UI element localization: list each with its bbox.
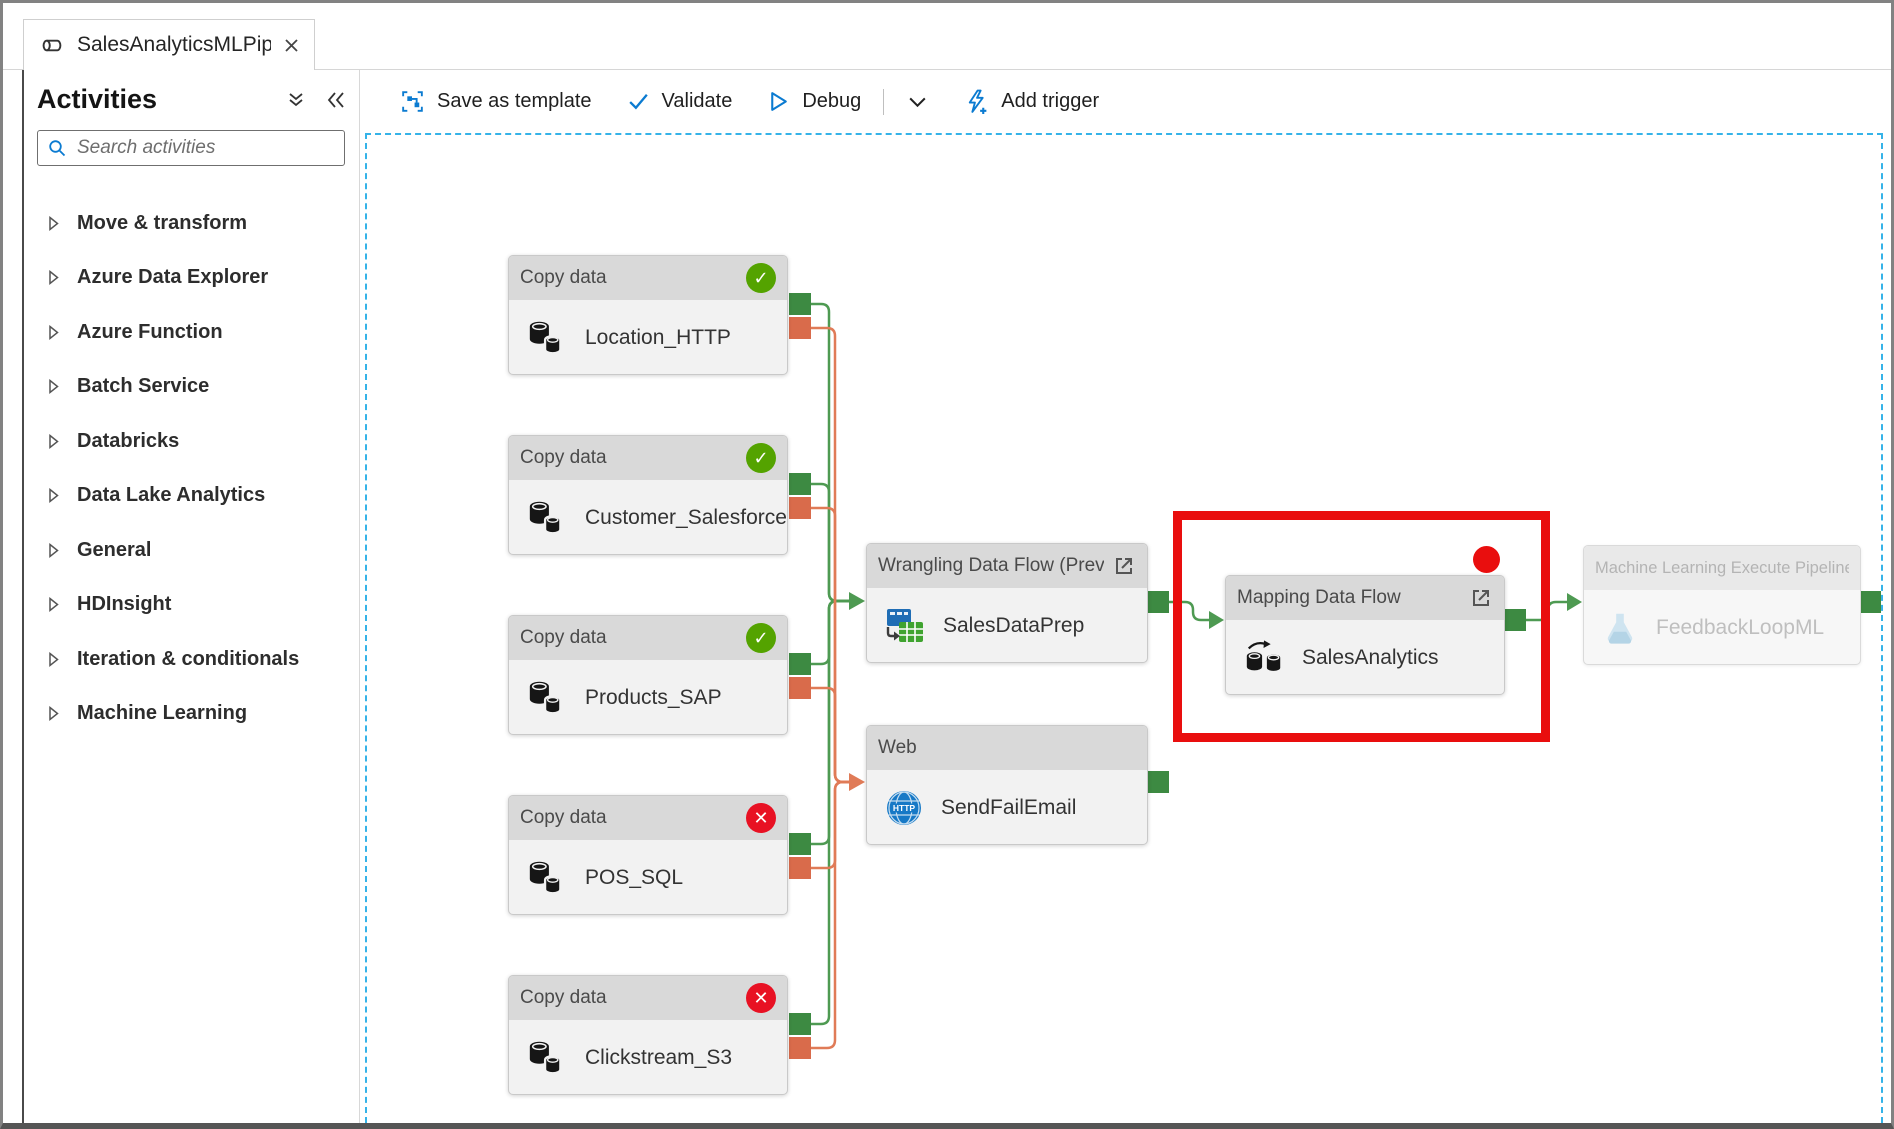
- sidebar-item-batch-service[interactable]: Batch Service: [24, 360, 359, 415]
- add-trigger-button[interactable]: Add trigger: [963, 88, 1099, 115]
- activity-node-copy-pos-sql[interactable]: Copy data POS_SQL: [508, 795, 788, 915]
- expand-chevron-icon: [46, 542, 61, 559]
- activity-name: POS_SQL: [585, 865, 684, 889]
- open-dataflow-icon[interactable]: [1469, 586, 1493, 610]
- activity-node-copy-clickstream-s3[interactable]: Copy data Clickstream_S3: [508, 975, 788, 1095]
- node-type-label: Mapping Data Flow: [1237, 587, 1401, 608]
- activity-node-ml-execute-pipeline[interactable]: Machine Learning Execute Pipeline Feedba…: [1583, 545, 1861, 665]
- search-box: [37, 130, 345, 166]
- expand-chevron-icon: [46, 324, 61, 341]
- sidebar-item-machine-learning[interactable]: Machine Learning: [24, 687, 359, 742]
- dataflow-icon: [1243, 637, 1285, 679]
- sidebar-item-hdinsight[interactable]: HDInsight: [24, 578, 359, 633]
- activity-category-list: Move & transform Azure Data Explorer Azu…: [24, 196, 359, 741]
- check-icon: [626, 89, 651, 114]
- search-icon: [47, 138, 67, 158]
- activity-node-copy-customer-salesforce[interactable]: Copy data Customer_Salesforce: [508, 435, 788, 555]
- search-input[interactable]: [75, 136, 335, 160]
- ml-flask-icon: [1601, 609, 1639, 647]
- activity-name: SendFailEmail: [941, 795, 1077, 819]
- left-rail-divider: [22, 70, 24, 1123]
- activity-name: Products_SAP: [585, 685, 722, 709]
- sidebar-item-azure-data-explorer[interactable]: Azure Data Explorer: [24, 251, 359, 306]
- node-type-label: Copy data: [520, 627, 607, 648]
- activity-node-mapping-dataflow[interactable]: Mapping Data Flow SalesAnalytics: [1225, 575, 1505, 695]
- validate-button[interactable]: Validate: [626, 89, 732, 114]
- activity-name: FeedbackLoopML: [1656, 615, 1825, 639]
- collapse-panel-icon[interactable]: [325, 89, 347, 111]
- sidebar-item-iteration-conditionals[interactable]: Iteration & conditionals: [24, 632, 359, 687]
- copy-data-icon: [526, 497, 568, 539]
- template-icon: [399, 88, 426, 115]
- power-query-icon: [884, 605, 926, 647]
- activity-node-wrangling-dataflow[interactable]: Wrangling Data Flow (Preview SalesDataPr…: [866, 543, 1148, 663]
- activity-node-web[interactable]: Web HTTP SendFailEmail: [866, 725, 1148, 845]
- toolbar-separator: [883, 88, 885, 115]
- status-icon: [746, 983, 776, 1013]
- status-icon: [746, 803, 776, 833]
- expand-chevron-icon: [46, 487, 61, 504]
- panel-title: Activities: [37, 84, 158, 114]
- node-type-label: Machine Learning Execute Pipeline: [1595, 558, 1849, 577]
- node-type-label: Copy data: [520, 807, 607, 828]
- activity-name: Clickstream_S3: [585, 1045, 733, 1069]
- activity-node-copy-location-http[interactable]: Copy data Location_HTTP: [508, 255, 788, 375]
- activity-name: Location_HTTP: [585, 325, 731, 349]
- debug-options-chevron-icon[interactable]: [906, 90, 929, 113]
- activity-name: SalesDataPrep: [943, 613, 1085, 637]
- sidebar-item-general[interactable]: General: [24, 523, 359, 578]
- copy-data-icon: [526, 857, 568, 899]
- open-dataflow-icon[interactable]: [1112, 554, 1136, 578]
- node-type-label: Copy data: [520, 267, 607, 288]
- expand-chevron-icon: [46, 433, 61, 450]
- node-type-label: Web: [878, 737, 917, 758]
- activity-name: Customer_Salesforce: [585, 505, 787, 529]
- status-icon: [746, 443, 776, 473]
- status-icon: [746, 623, 776, 653]
- activities-panel: Activities Move & transform Azure Data E…: [24, 70, 360, 1123]
- debug-button[interactable]: Debug: [766, 89, 861, 114]
- status-icon: [746, 263, 776, 293]
- http-globe-icon: HTTP: [884, 788, 924, 828]
- tab-title: SalesAnalyticsMLPip...: [77, 33, 271, 56]
- http-icon-label: HTTP: [893, 803, 916, 813]
- node-type-label: Wrangling Data Flow (Preview: [878, 555, 1104, 576]
- activity-name: SalesAnalytics: [1302, 645, 1439, 669]
- sidebar-item-move-transform[interactable]: Move & transform: [24, 196, 359, 251]
- expand-chevron-icon: [46, 215, 61, 232]
- sidebar-item-data-lake-analytics[interactable]: Data Lake Analytics: [24, 469, 359, 524]
- pipeline-tab[interactable]: SalesAnalyticsMLPip...: [23, 19, 315, 70]
- copy-data-icon: [526, 1037, 568, 1079]
- node-type-label: Copy data: [520, 987, 607, 1008]
- expand-chevron-icon: [46, 269, 61, 286]
- sidebar-item-databricks[interactable]: Databricks: [24, 414, 359, 469]
- copy-data-icon: [526, 317, 568, 359]
- pipeline-icon: [38, 32, 65, 59]
- sidebar-item-azure-function[interactable]: Azure Function: [24, 305, 359, 360]
- play-icon: [766, 89, 791, 114]
- save-as-template-button[interactable]: Save as template: [399, 88, 592, 115]
- lightning-plus-icon: [963, 88, 990, 115]
- tab-close-icon[interactable]: [283, 37, 300, 54]
- collapse-all-icon[interactable]: [285, 89, 307, 111]
- expand-chevron-icon: [46, 705, 61, 722]
- expand-chevron-icon: [46, 378, 61, 395]
- activity-node-copy-products-sap[interactable]: Copy data Products_SAP: [508, 615, 788, 735]
- tabbar-divider: [3, 69, 1891, 70]
- copy-data-icon: [526, 677, 568, 719]
- node-type-label: Copy data: [520, 447, 607, 468]
- expand-chevron-icon: [46, 596, 61, 613]
- pipeline-toolbar: Save as template Validate Debug: [361, 70, 1891, 133]
- expand-chevron-icon: [46, 651, 61, 668]
